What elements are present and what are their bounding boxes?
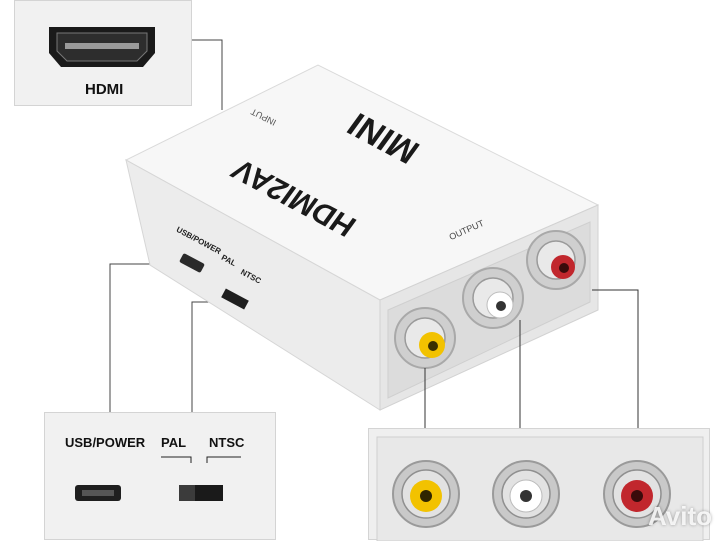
device-switch (221, 288, 249, 310)
hdmi-port-icon (49, 27, 155, 67)
panel-ntsc-label: NTSC (209, 435, 245, 450)
red-connector-line (592, 289, 639, 465)
rca-jacks-closeup (376, 436, 704, 541)
device-rca-red (526, 230, 586, 290)
switch-panel-graphics (75, 456, 241, 501)
device-usb-port (179, 253, 205, 273)
avito-watermark: Avito (647, 501, 712, 531)
rca-callout-panel (368, 428, 710, 541)
rca-white-closeup (492, 460, 560, 528)
switch-callout-panel: USB/POWER PAL NTSC (44, 412, 276, 540)
device-rca-white (462, 267, 524, 329)
rca-yellow-closeup (392, 460, 460, 528)
device-rca-yellow (394, 307, 456, 369)
hdmi-callout-panel: HDMI (14, 0, 192, 106)
hdmi-label: HDMI (85, 81, 124, 98)
rca-red-closeup (603, 460, 671, 528)
panel-usb-label: USB/POWER (65, 435, 146, 450)
hdmi-connector-line (190, 39, 223, 110)
panel-pal-label: PAL (161, 435, 187, 450)
